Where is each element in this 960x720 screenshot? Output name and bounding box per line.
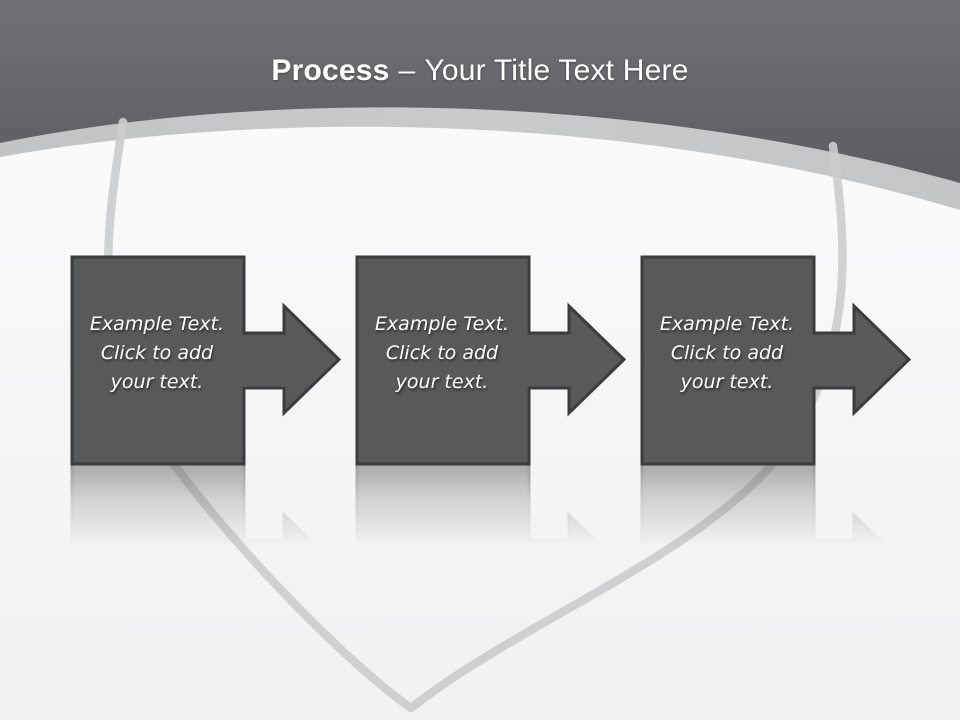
step-2-reflection — [355, 462, 627, 673]
step-text-line: Example Text. — [374, 313, 510, 335]
step-2-placeholder-text[interactable]: Example Text. Click to add your text. — [357, 257, 527, 462]
step-1-reflection — [70, 462, 342, 673]
step-text-line: Click to add — [670, 342, 784, 364]
process-step-1[interactable]: Example Text. Click to add your text. — [70, 255, 342, 673]
step-3-placeholder-text[interactable]: Example Text. Click to add your text. — [642, 257, 812, 462]
slide-title[interactable]: Process–Your Title Text Here — [0, 54, 960, 88]
step-text-line: Example Text. — [659, 313, 795, 335]
process-box-arrow-shape — [70, 255, 342, 466]
process-box-arrow-shape — [355, 255, 627, 466]
step-text-line: your text. — [680, 371, 774, 393]
reflection-shape — [70, 462, 342, 673]
step-text-line: Example Text. — [89, 313, 225, 335]
title-emphasis: Process — [271, 54, 390, 87]
step-text-line: your text. — [110, 371, 204, 393]
reflection-shape — [355, 462, 627, 673]
step-text-line: your text. — [395, 371, 489, 393]
step-3-reflection — [640, 462, 912, 673]
process-step-3[interactable]: Example Text. Click to add your text. — [640, 255, 912, 673]
process-box-arrow-shape — [640, 255, 912, 466]
step-text-line: Click to add — [385, 342, 499, 364]
title-text: Your Title Text Here — [424, 54, 689, 87]
title-separator: – — [398, 54, 416, 87]
reflection-shape — [640, 462, 912, 673]
step-text-line: Click to add — [100, 342, 214, 364]
step-1-placeholder-text[interactable]: Example Text. Click to add your text. — [72, 257, 242, 462]
process-step-2[interactable]: Example Text. Click to add your text. — [355, 255, 627, 673]
